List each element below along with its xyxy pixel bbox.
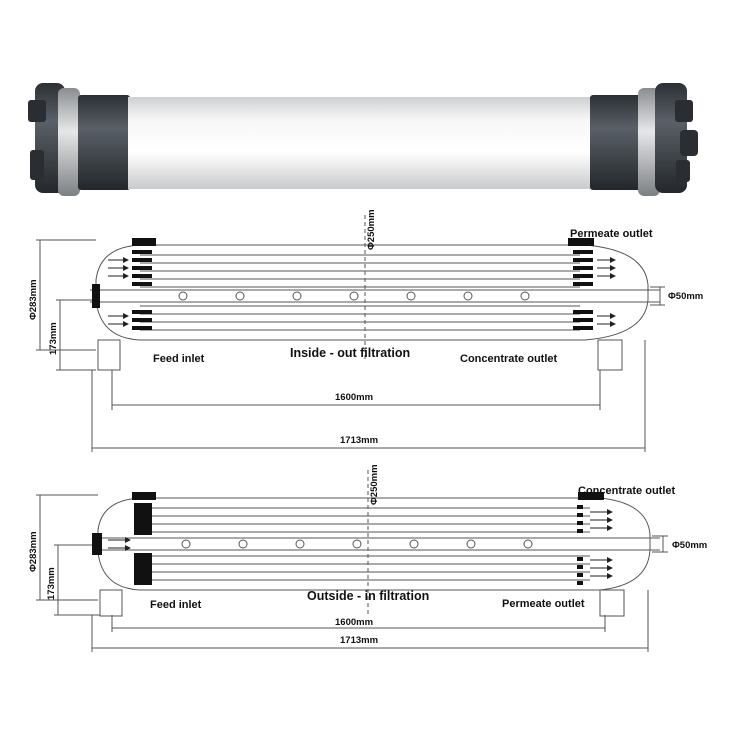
potting-left — [92, 250, 152, 330]
right-end-cap — [590, 95, 642, 190]
top-length-1600-label: 1600mm — [335, 392, 373, 403]
bottom-diameter-283-label: Φ283mm — [28, 531, 39, 572]
bottom-mode-label: Outside - in filtration — [307, 589, 429, 603]
feed-port — [99, 589, 123, 617]
flow-arrows-right — [597, 257, 616, 327]
top-port-50-label: Φ50mm — [668, 291, 703, 302]
bottom-port-50-label: Φ50mm — [672, 540, 707, 551]
bottom-concentrate-outlet-label: Concentrate outlet — [578, 485, 676, 497]
feed-port — [97, 339, 121, 371]
permeate-port — [568, 238, 594, 246]
diagram-outside-in — [36, 470, 668, 652]
right-end-housing — [655, 83, 698, 193]
potting-left — [92, 503, 152, 585]
left-end-cap — [78, 95, 130, 190]
fiber-bundle-lower — [140, 305, 580, 331]
bottom-permeate-outlet-label: Permeate outlet — [502, 598, 585, 610]
flow-arrows-left — [108, 537, 131, 551]
top-left-port — [132, 492, 156, 500]
flow-arrows-right — [590, 509, 613, 579]
vessel-outline — [95, 244, 649, 341]
permeate-port — [599, 589, 625, 617]
right-clamp — [638, 88, 660, 196]
fiber-bundle-upper — [140, 507, 590, 533]
bottom-feed-inlet-label: Feed inlet — [150, 599, 202, 611]
top-feed-inlet-label: Feed inlet — [153, 353, 205, 365]
bottom-length-1713-label: 1713mm — [340, 635, 378, 646]
potting-right — [573, 250, 593, 330]
bottom-diameter-250-label: Φ250mm — [369, 464, 380, 505]
center-pipe-holes — [178, 291, 530, 301]
left-clamp — [58, 88, 80, 196]
top-height-173-label: 173mm — [48, 322, 59, 355]
center-pipe-holes — [181, 539, 533, 549]
fiber-bundle-upper — [140, 254, 580, 288]
top-diameter-250-label: Φ250mm — [366, 209, 377, 250]
top-diameter-283-label: Φ283mm — [28, 279, 39, 320]
vessel-outline — [97, 497, 651, 591]
flow-arrows-left — [108, 257, 129, 327]
concentrate-port — [597, 339, 623, 371]
potting-right — [577, 505, 583, 585]
left-end-housing — [28, 83, 65, 193]
bottom-height-173-label: 173mm — [46, 567, 57, 600]
top-permeate-outlet-label: Permeate outlet — [570, 228, 653, 240]
concentrate-port — [578, 492, 604, 500]
top-mode-label: Inside - out filtration — [290, 346, 410, 360]
membrane-tube-body — [128, 97, 593, 189]
membrane-module-photo — [28, 83, 698, 196]
fiber-bundle-lower — [140, 555, 590, 581]
bottom-length-1600-label: 1600mm — [335, 617, 373, 628]
top-concentrate-outlet-label: Concentrate outlet — [460, 353, 558, 365]
top-left-port — [132, 238, 156, 246]
diagram-inside-out — [36, 215, 665, 452]
top-length-1713-label: 1713mm — [340, 435, 378, 446]
